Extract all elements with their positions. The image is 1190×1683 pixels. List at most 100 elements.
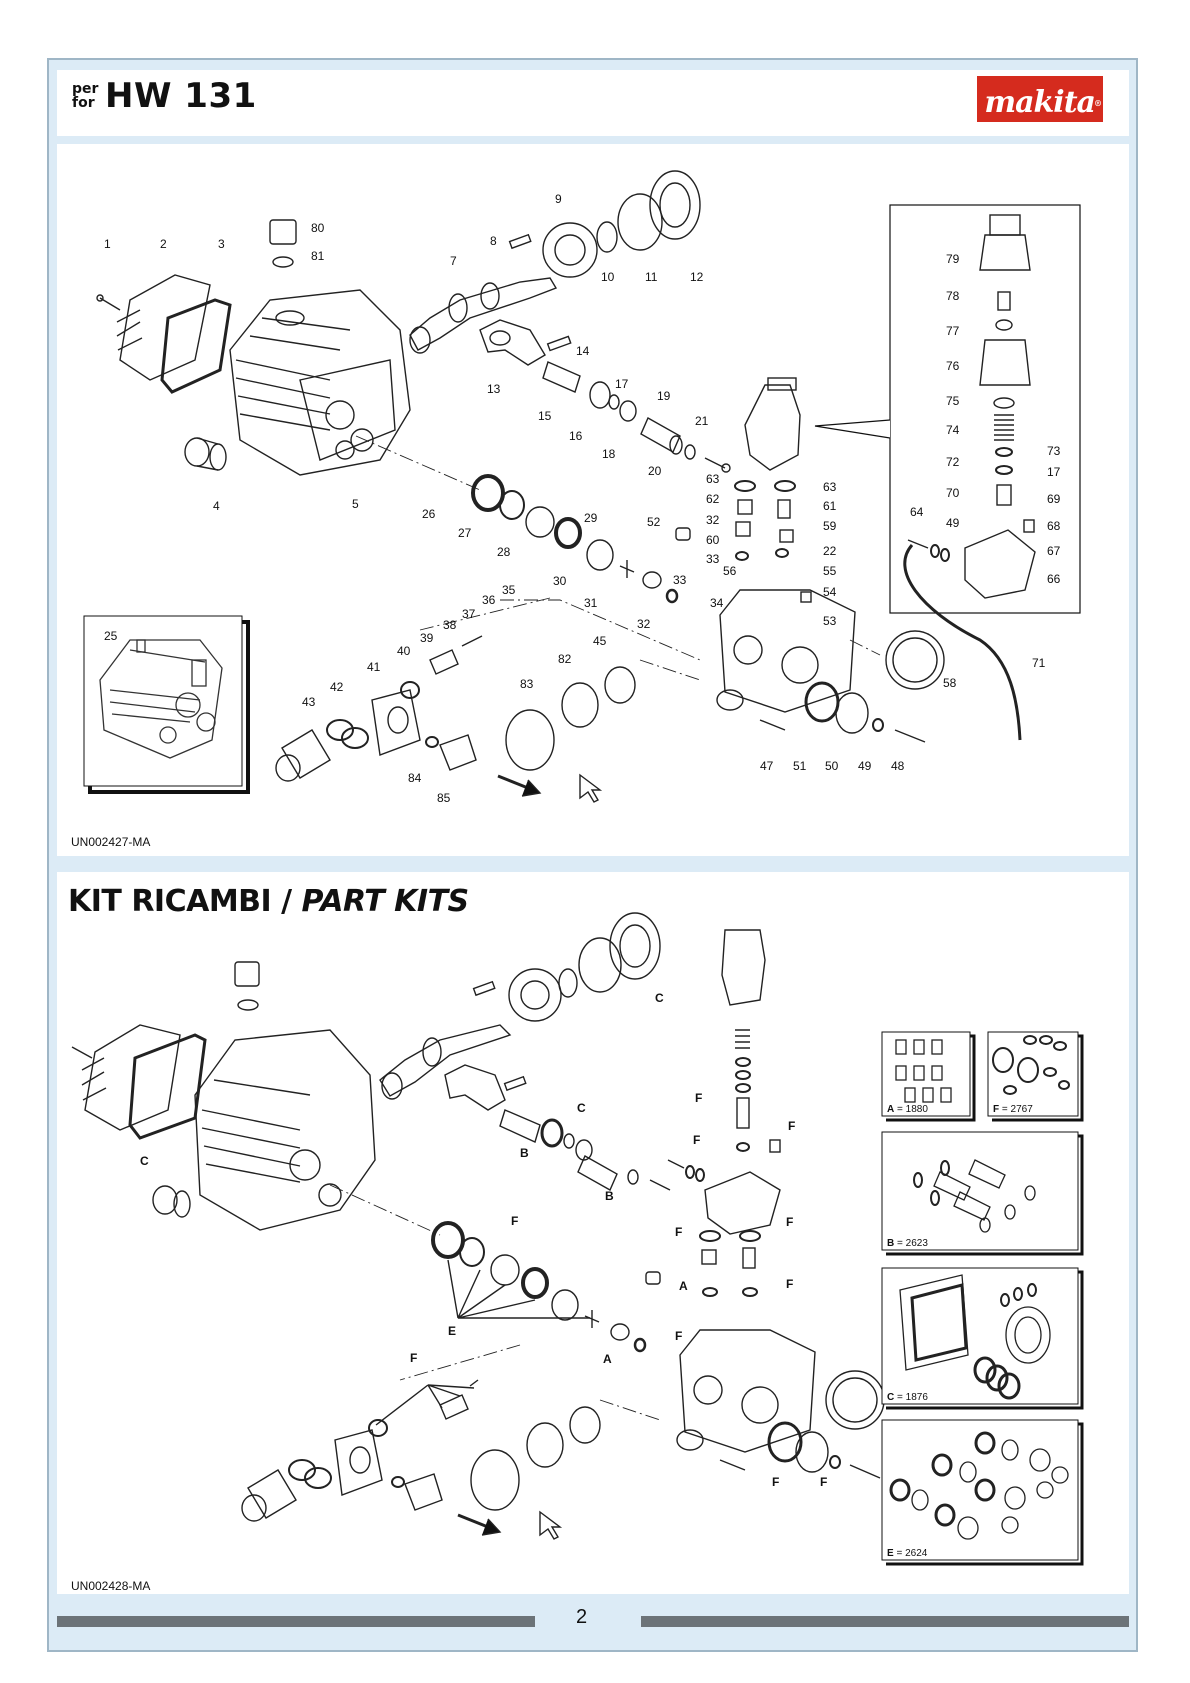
part-label-34: 34 — [710, 596, 724, 610]
part-label-15: 15 — [538, 409, 552, 423]
kit-letter-c3: C — [577, 1101, 586, 1115]
part-label-14: 14 — [576, 344, 590, 358]
part-label-59: 59 — [823, 519, 837, 533]
part-label-68: 68 — [1047, 519, 1061, 533]
part-label-30: 30 — [553, 574, 567, 588]
kit-e-letter: E — [887, 1548, 894, 1559]
kit-letter-c2: C — [140, 1154, 149, 1168]
part-label-1: 1 — [104, 237, 111, 251]
part-label-28: 28 — [497, 545, 511, 559]
part-label-38: 38 — [443, 618, 457, 632]
part-label-17b: 17 — [1047, 465, 1061, 479]
kit-a-eq: = — [897, 1104, 903, 1115]
part-label-85: 85 — [437, 791, 451, 805]
part-label-31: 31 — [584, 596, 598, 610]
part-label-84: 84 — [408, 771, 422, 785]
part-label-66: 66 — [1047, 572, 1061, 586]
part-label-63a: 63 — [706, 472, 720, 486]
part-label-56: 56 — [723, 564, 737, 578]
part-label-76: 76 — [946, 359, 960, 373]
part-label-71: 71 — [1032, 656, 1046, 670]
kit-letter-f4: F — [788, 1119, 795, 1133]
part-label-9: 9 — [555, 192, 562, 206]
kit-letter-f7: F — [786, 1215, 793, 1229]
drawing-code-1: UN002427-MA — [71, 835, 151, 849]
kit-b-code: 2623 — [905, 1238, 928, 1249]
part-label-16: 16 — [569, 429, 583, 443]
part-label-41: 41 — [367, 660, 381, 674]
makita-logo: makita ® — [977, 76, 1103, 122]
kit-c-letter: C — [887, 1392, 895, 1403]
part-label-55: 55 — [823, 564, 837, 578]
part-label-36: 36 — [482, 593, 496, 607]
model-title: HW 131 — [105, 76, 257, 116]
kit-letter-f9: F — [675, 1329, 682, 1343]
footer-bar-left — [57, 1616, 535, 1627]
part-kits-title: KIT RICAMBI / PART KITS — [68, 884, 469, 919]
kits-title-plain: KIT RICAMBI / — [68, 884, 302, 919]
part-label-26: 26 — [422, 507, 436, 521]
kit-letter-f2: F — [410, 1351, 417, 1365]
part-label-39: 39 — [420, 631, 434, 645]
registered-mark: ® — [1094, 98, 1102, 108]
per-label: per — [72, 81, 99, 97]
kit-b-eq: = — [897, 1238, 903, 1249]
part-label-48: 48 — [891, 759, 905, 773]
drawing-code-2: UN002428-MA — [71, 1579, 151, 1593]
kit-caption-f: F = 2767 — [993, 1104, 1033, 1115]
kit-boxes — [881, 1031, 1084, 1566]
part-label-8: 8 — [490, 234, 497, 248]
part-label-73: 73 — [1047, 444, 1061, 458]
part-label-77: 77 — [946, 324, 960, 338]
part-label-17: 17 — [615, 377, 629, 391]
kits-diagram — [71, 912, 885, 1540]
kit-letter-b1: B — [520, 1146, 529, 1160]
part-label-21: 21 — [695, 414, 709, 428]
kit-letter-f10: F — [772, 1475, 779, 1489]
kit-letter-f8: F — [786, 1277, 793, 1291]
kit-caption-c: C = 1876 — [887, 1392, 928, 1403]
part-label-35: 35 — [502, 583, 516, 597]
kit-f-eq: = — [1001, 1104, 1008, 1115]
kit-letter-a1: A — [603, 1352, 612, 1366]
part-label-50: 50 — [825, 759, 839, 773]
part-label-69: 69 — [1047, 492, 1061, 506]
part-label-37: 37 — [462, 607, 476, 621]
kit-c-code: 1876 — [905, 1392, 928, 1403]
part-label-79: 79 — [946, 252, 960, 266]
part-label-64: 64 — [910, 505, 924, 519]
part-label-12: 12 — [690, 270, 704, 284]
kit-e-eq: = — [896, 1548, 903, 1559]
part-label-60: 60 — [706, 533, 720, 547]
part-label-54: 54 — [823, 585, 837, 599]
kit-caption-e: E = 2624 — [887, 1548, 927, 1559]
kit-f-code: 2767 — [1010, 1104, 1033, 1115]
kit-caption-a: A = 1880 — [887, 1104, 928, 1115]
part-label-70: 70 — [946, 486, 960, 500]
part-label-3: 3 — [218, 237, 225, 251]
part-label-10: 10 — [601, 270, 615, 284]
part-label-67: 67 — [1047, 544, 1061, 558]
kit-letter-f1: F — [511, 1214, 518, 1228]
part-label-2: 2 — [160, 237, 167, 251]
part-label-27: 27 — [458, 526, 472, 540]
for-label: for — [72, 95, 95, 111]
part-label-80: 80 — [311, 221, 325, 235]
part-label-42: 42 — [330, 680, 344, 694]
part-label-53: 53 — [823, 614, 837, 628]
part-label-11: 11 — [645, 270, 658, 284]
part-label-22: 22 — [823, 544, 837, 558]
part-label-4: 4 — [213, 499, 220, 513]
kit-letter-f11: F — [820, 1475, 827, 1489]
part-label-32: 32 — [637, 617, 651, 631]
page-number: 2 — [576, 1606, 588, 1628]
part-label-74: 74 — [946, 423, 960, 437]
part-label-49b: 49 — [946, 516, 960, 530]
part-label-61: 61 — [823, 499, 837, 513]
part-label-5: 5 — [352, 497, 359, 511]
kit-letter-f3: F — [695, 1091, 702, 1105]
inset-pump-box — [83, 615, 250, 794]
part-label-47: 47 — [760, 759, 774, 773]
per-for-label: per for — [72, 82, 98, 110]
